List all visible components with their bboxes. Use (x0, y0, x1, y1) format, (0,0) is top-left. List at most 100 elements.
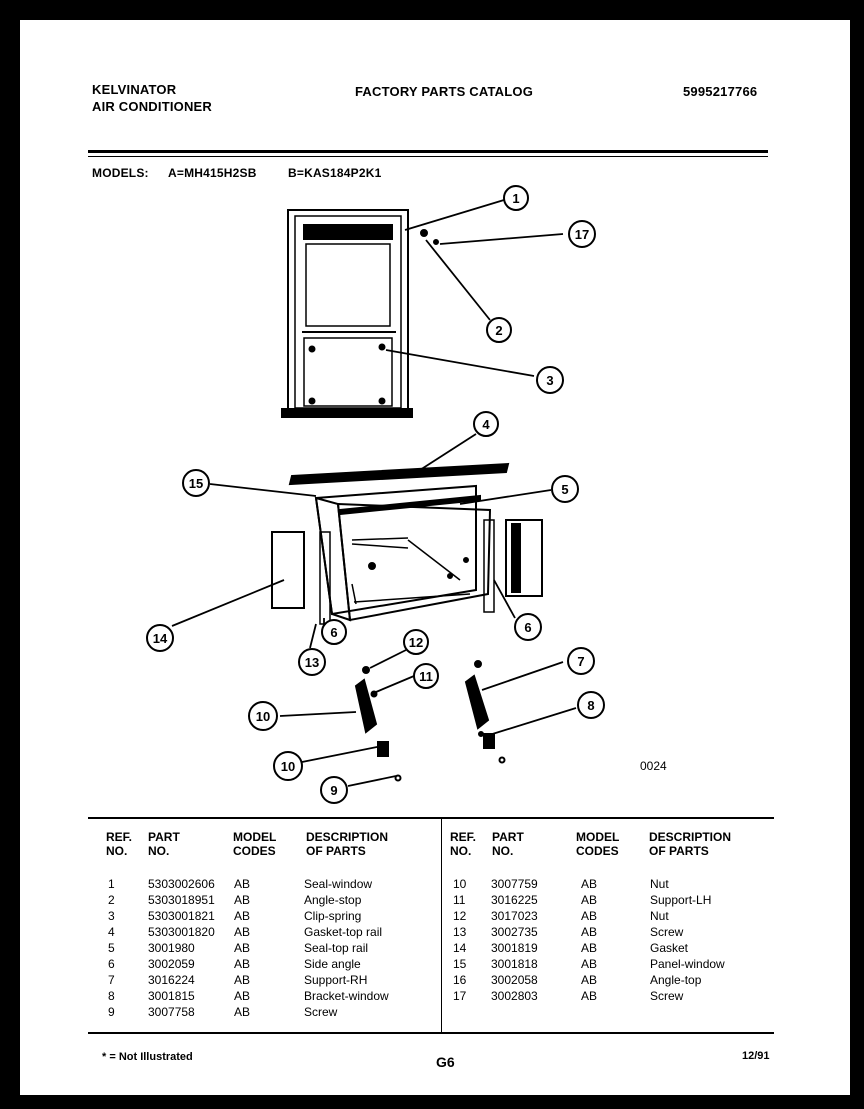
table-divider (441, 819, 442, 1032)
page-code: G6 (436, 1054, 455, 1070)
svg-text:9: 9 (330, 783, 337, 798)
callout-9: 9 (320, 776, 348, 804)
cell-codes: AB (581, 909, 598, 923)
cell-codes: AB (234, 909, 251, 923)
cell-desc: Side angle (304, 957, 361, 971)
callout-8: 8 (577, 691, 605, 719)
cell-ref: 14 (453, 941, 467, 955)
cell-desc: Screw (650, 925, 684, 939)
svg-text:5: 5 (561, 482, 568, 497)
svg-text:14: 14 (153, 631, 168, 646)
cell-part: 3016224 (148, 973, 195, 987)
cell-part: 5303001821 (148, 909, 215, 923)
callout-7: 7 (567, 647, 595, 675)
svg-text:8: 8 (587, 698, 594, 713)
cell-part: 5303001820 (148, 925, 215, 939)
model-a: A=MH415H2SB (168, 166, 257, 180)
cell-codes: AB (234, 941, 251, 955)
support-rh (464, 674, 490, 730)
svg-text:10: 10 (256, 709, 270, 724)
cell-desc: Support-RH (304, 973, 368, 987)
cell-part: 3017023 (491, 909, 538, 923)
cell-codes: AB (234, 957, 251, 971)
cell-desc: Bracket-window (304, 989, 389, 1003)
support-lh (354, 678, 378, 734)
cell-desc: Angle-stop (304, 893, 362, 907)
callout-12: 11 (413, 663, 439, 689)
cell-codes: AB (581, 989, 598, 1003)
svg-text:6: 6 (330, 625, 337, 640)
page-title: FACTORY PARTS CATALOG (355, 84, 534, 99)
cell-ref: 7 (108, 973, 115, 987)
table-row: 3 5303001821 AB Clip-spring (108, 909, 438, 925)
col-ref-header-right: REF.NO. (450, 830, 477, 858)
lower-panel (303, 337, 393, 407)
cell-part: 3007759 (491, 877, 538, 891)
seal-top-rail (339, 494, 481, 516)
svg-text:2: 2 (495, 323, 502, 338)
cell-part: 3002735 (491, 925, 538, 939)
cell-codes: AB (234, 1005, 251, 1019)
panel-right (505, 519, 543, 597)
callout-16: 15 (182, 469, 210, 497)
cell-codes: AB (234, 925, 251, 939)
callout-15: 14 (146, 624, 174, 652)
svg-text:10: 10 (281, 759, 295, 774)
cell-desc: Clip-spring (304, 909, 362, 923)
gasket-top-rail (288, 462, 510, 486)
cell-ref: 10 (453, 877, 467, 891)
cell-part: 3001815 (148, 989, 195, 1003)
cell-codes: AB (234, 893, 251, 907)
cell-ref: 16 (453, 973, 467, 987)
table-bottom-rule (88, 1032, 774, 1034)
svg-text:4: 4 (482, 417, 490, 432)
cell-part: 3007758 (148, 1005, 195, 1019)
cell-ref: 6 (108, 957, 115, 971)
cell-ref: 4 (108, 925, 115, 939)
table-row: 9 3007758 AB Screw (108, 1005, 438, 1021)
catalog-number: 5995217766 (683, 84, 758, 99)
callout-11: 10 (248, 701, 278, 731)
cell-codes: AB (581, 973, 598, 987)
cell-part: 3002059 (148, 957, 195, 971)
callout-10: 10 (273, 751, 303, 781)
side-angle-right (483, 519, 495, 613)
callout-17: 17 (568, 220, 596, 248)
svg-text:6: 6 (524, 620, 531, 635)
cell-desc: Seal-window (304, 877, 373, 891)
cell-desc: Panel-window (650, 957, 725, 971)
callout-1: 1 (503, 185, 529, 211)
cell-ref: 11 (453, 893, 466, 907)
cell-ref: 9 (108, 1005, 115, 1019)
table-row: 6 3002059 AB Side angle (108, 957, 438, 973)
svg-text:1: 1 (512, 191, 519, 206)
cell-ref: 1 (108, 877, 115, 891)
cell-desc: Screw (650, 989, 684, 1003)
cell-desc: Gasket-top rail (304, 925, 383, 939)
brand-name: KELVINATOR (92, 82, 177, 97)
cell-ref: 3 (108, 909, 115, 923)
cell-desc: Seal-top rail (304, 941, 369, 955)
model-b: B=KAS184P2K1 (288, 166, 382, 180)
product-type: AIR CONDITIONER (92, 99, 212, 114)
callout-14: 13 (298, 648, 326, 676)
header-rule-thin (88, 156, 768, 157)
cell-part: 3002803 (491, 989, 538, 1003)
svg-text:13: 13 (305, 655, 319, 670)
cell-desc: Screw (304, 1005, 338, 1019)
svg-text:15: 15 (189, 476, 203, 491)
panel-window-left (271, 531, 305, 609)
cell-codes: AB (581, 957, 598, 971)
cell-desc: Nut (650, 877, 669, 891)
